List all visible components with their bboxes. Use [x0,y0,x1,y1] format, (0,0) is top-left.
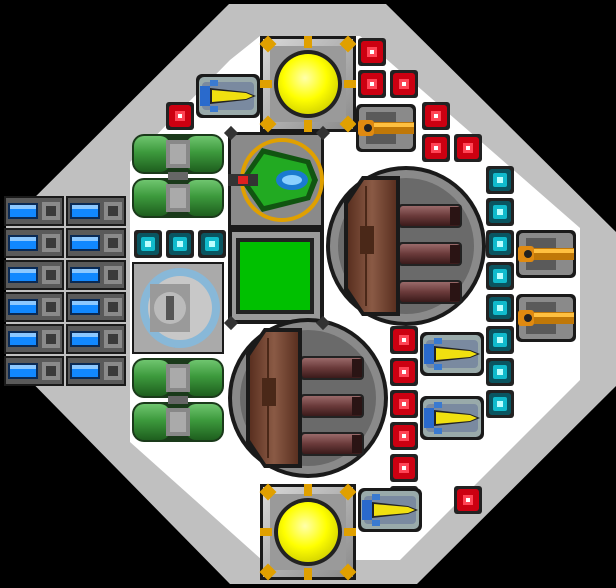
blue-battery [4,228,64,258]
cannon-turret [228,318,388,478]
blue-battery [4,260,64,290]
cyan-power-cell [134,230,162,258]
red-ammo-block [390,70,418,98]
red-ammo-block [454,134,482,162]
cyan-power-cell [166,230,194,258]
blue-battery [4,356,64,386]
red-ammo-block [390,454,418,482]
missile-launcher [420,332,484,376]
missile-launcher [196,74,260,118]
red-ammo-block [390,422,418,450]
cyan-power-cell [486,262,514,290]
orange-thruster [356,104,416,152]
green-console [228,228,324,324]
reactor-core [259,483,357,581]
blue-battery [66,324,126,354]
missile-launcher [358,488,422,532]
cyan-power-cell [198,230,226,258]
red-ammo-block [454,486,482,514]
cannon-turret [326,166,486,326]
blue-battery [66,292,126,322]
shield-bay [132,262,224,354]
missile-launcher [420,396,484,440]
cyan-power-cell [486,390,514,418]
reactor-core [259,35,357,133]
cyan-power-cell [486,358,514,386]
blue-battery [66,228,126,258]
blue-battery [66,196,126,226]
red-ammo-block [390,326,418,354]
red-ammo-block [390,390,418,418]
red-ammo-block [422,134,450,162]
gold-markers [223,125,331,331]
blue-battery [4,324,64,354]
red-ammo-block [166,102,194,130]
blue-battery [66,356,126,386]
blue-battery [66,260,126,290]
red-ammo-block [358,70,386,98]
fighter-cockpit [228,132,324,228]
orange-thruster [516,294,576,342]
blue-battery [4,196,64,226]
green-fuel-tanks [132,358,224,442]
orange-thruster [516,230,576,278]
red-ammo-block [390,358,418,386]
cyan-power-cell [486,230,514,258]
cyan-power-cell [486,166,514,194]
red-ammo-block [358,38,386,66]
green-fuel-tanks [132,134,224,218]
cyan-power-cell [486,294,514,322]
cyan-power-cell [486,198,514,226]
blue-battery [4,292,64,322]
red-ammo-block [422,102,450,130]
cyan-power-cell [486,326,514,354]
